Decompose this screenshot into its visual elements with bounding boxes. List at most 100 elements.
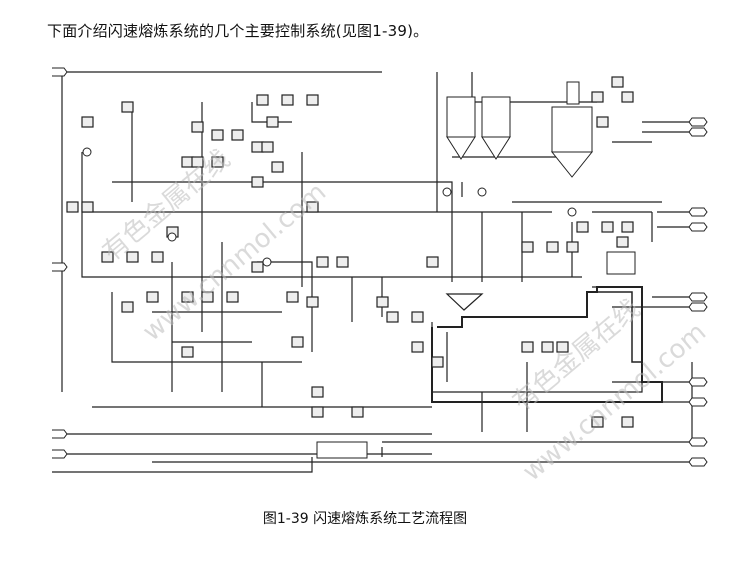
instrument-box [251,176,264,188]
instrument-box [316,256,329,268]
instrument-box [226,291,239,303]
stream-tag [688,292,708,302]
equipment-box [316,441,368,459]
stream-tag [688,377,708,387]
instrument-box [616,236,629,248]
instrument-box [151,251,164,263]
stream-tag [48,429,68,439]
pipe-line [112,181,453,282]
instrument-box [271,161,284,173]
dryer-bin [481,96,511,138]
instrument-box [201,291,214,303]
valve-icon [82,147,92,157]
instrument-box [311,386,324,398]
instrument-box [101,251,114,263]
bag-filter [566,81,580,105]
instrument-box [621,416,634,428]
valve-icon [167,232,177,242]
instrument-box [121,101,134,113]
instrument-box [521,241,534,253]
hopper-icon [446,136,476,160]
pipe-line [111,292,302,363]
instrument-box [211,129,224,141]
instrument-box [191,156,204,168]
stream-tag [688,117,708,127]
instrument-box [306,94,319,106]
instrument-box [541,341,554,353]
intro-paragraph: 下面介绍闪速熔炼系统的几个主要控制系统(见图1-39)。 [47,22,429,40]
instrument-box [286,291,299,303]
instrument-box [121,301,134,313]
instrument-box [291,336,304,348]
instrument-box [386,311,399,323]
instrument-box [621,221,634,233]
instrument-box [591,416,604,428]
instrument-box [591,91,604,103]
instrument-box [426,256,439,268]
instrument-box [211,156,224,168]
hopper-icon [481,136,511,160]
uptake-shaft [597,291,642,363]
pipe-line [251,102,292,123]
instrument-box [251,261,264,273]
valve-icon [442,187,452,197]
instrument-box [126,251,139,263]
valve-icon [262,257,272,267]
stream-tag [688,222,708,232]
instrument-box [251,141,264,153]
dryer-bin [446,96,476,138]
stream-tag [688,457,708,467]
pipe-line [81,152,582,278]
instrument-box [231,129,244,141]
stream-tag [688,302,708,312]
pipe-line [257,261,313,352]
instrument-box [311,406,324,418]
furnace-outline [431,286,663,403]
instrument-box [621,91,634,103]
valve-icon [477,187,487,197]
instrument-box [596,116,609,128]
instrument-box [81,201,94,213]
stream-tag [48,449,68,459]
instrument-box [521,341,534,353]
valve-icon [567,207,577,217]
instrument-box [601,221,614,233]
instrument-box [146,291,159,303]
instrument-box [66,201,79,213]
instrument-box [411,341,424,353]
instrument-box [181,291,194,303]
pipe-line [52,457,313,473]
instrument-box [191,121,204,133]
instrument-box [351,406,364,418]
instrument-box [336,256,349,268]
instrument-box [81,116,94,128]
concentrate-burner-icon [445,293,484,311]
instrument-box [566,241,579,253]
instrument-box [411,311,424,323]
instrument-box [576,221,589,233]
stream-tag [688,127,708,137]
instrument-box [431,356,444,368]
instrument-box [261,141,274,153]
instrument-box [306,201,319,213]
instrument-box [556,341,569,353]
stream-tag [688,437,708,447]
instrument-box [256,94,269,106]
instrument-box [376,296,389,308]
instrument-box [546,241,559,253]
instrument-box [181,346,194,358]
stream-tag [688,207,708,217]
instrument-box [306,296,319,308]
figure-caption: 图1-39 闪速熔炼系统工艺流程图 [262,511,468,527]
instrument-box [281,94,294,106]
stream-tag [688,397,708,407]
silo-cone-icon [550,151,594,178]
instrument-box [266,116,279,128]
instrument-box [611,76,624,88]
watermark-text: 有色金属在线 [97,144,236,267]
stream-tag [48,67,68,77]
silo [551,106,593,153]
stream-tag [48,262,68,272]
